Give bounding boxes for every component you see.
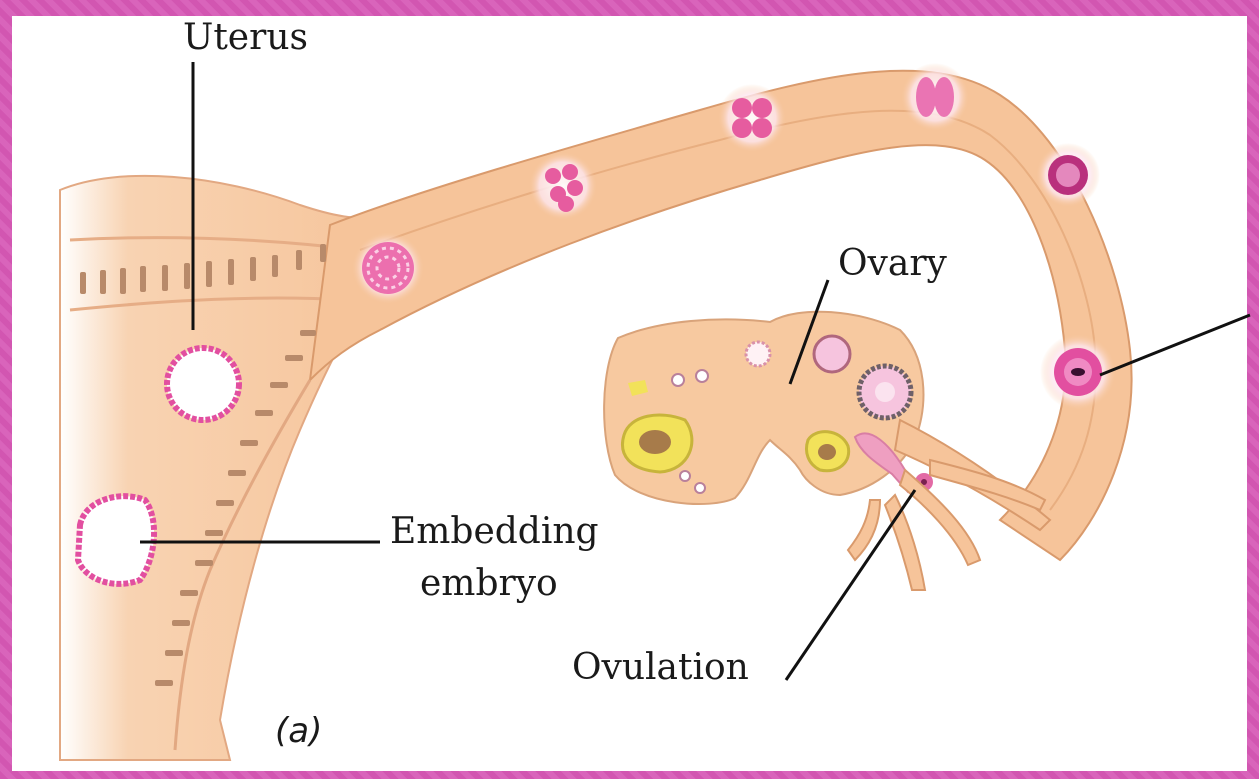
label-ovulation: Ovulation bbox=[572, 650, 749, 686]
embedding-embryo bbox=[78, 496, 154, 584]
blastocyst bbox=[167, 348, 239, 420]
label-uterus: Uterus bbox=[183, 20, 308, 56]
embryo-stage-fertilized bbox=[1036, 143, 1100, 207]
label-ovary: Ovary bbox=[838, 246, 947, 282]
embryo-stage-8cell bbox=[529, 152, 597, 220]
embryo-stage-2cell bbox=[901, 63, 969, 131]
leader-ovulation bbox=[786, 490, 915, 680]
label-embedding-line2: embryo bbox=[420, 566, 558, 602]
embryo-stage-morula bbox=[352, 232, 424, 304]
panel-tag: (a) bbox=[275, 714, 322, 748]
embryo-stage-4cell bbox=[718, 84, 786, 152]
label-embedding-line1: Embedding bbox=[390, 514, 599, 550]
